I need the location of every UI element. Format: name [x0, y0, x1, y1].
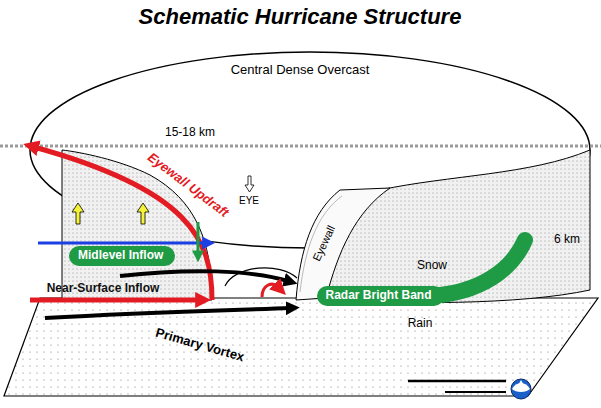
region-label: Eyewall [310, 223, 337, 263]
eyewall-surface [296, 188, 390, 300]
diagram-title: Schematic Hurricane Structure [139, 4, 462, 29]
vortex-arrow [120, 271, 288, 281]
vortex-arrow [45, 308, 290, 318]
updraft-small-arrow [72, 203, 84, 224]
band-label: Midlevel Inflow [78, 249, 166, 263]
precip-label: Snow [417, 259, 447, 273]
height-line [0, 145, 601, 148]
inflow-arrow [30, 298, 200, 303]
eye-circulation-arrow [262, 284, 278, 297]
downdraft-arrow [197, 222, 200, 254]
updraft-small-arrow [137, 203, 149, 224]
bright-band: Radar Bright Band [317, 286, 444, 306]
flow-label: Primary Vortex [154, 325, 246, 365]
footer-line [408, 380, 506, 383]
flow-label: Near-Surface Inflow [47, 282, 160, 296]
region-label: EYE [239, 195, 259, 207]
agency-logo [511, 379, 531, 399]
agency-logo [516, 380, 526, 389]
height-label: 15-18 km [165, 126, 215, 140]
cloud-section [318, 150, 590, 303]
height-label: 6 km [554, 233, 580, 247]
cloud-label: Central Dense Overcast [231, 63, 370, 78]
ground-plane [4, 298, 598, 396]
footer-line [445, 391, 506, 393]
precip-label: Rain [408, 317, 433, 331]
midlevel-arrow [38, 242, 206, 245]
eye-down-arrow [245, 176, 254, 192]
band-label: Radar Bright Band [326, 289, 435, 303]
eyewall-shading [300, 196, 342, 292]
flow-label: Eyewall Updraft [145, 150, 232, 221]
inflow-band: Midlevel Inflow [69, 246, 175, 266]
